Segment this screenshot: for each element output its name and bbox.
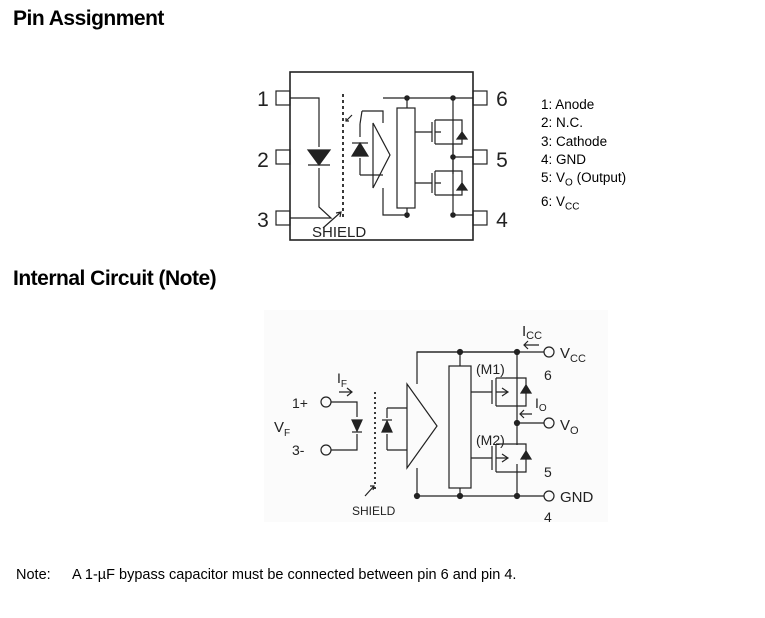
diode-wiring bbox=[517, 377, 527, 473]
pin-list-item-5: 5: VO (Output) bbox=[541, 170, 627, 189]
node-dot bbox=[513, 348, 521, 356]
note-text: A 1-µF bypass capacitor must be connecte… bbox=[72, 567, 517, 583]
shield-label: SHIELD bbox=[352, 504, 396, 518]
pin-number-2: 2 bbox=[257, 149, 269, 172]
transistor-m2 bbox=[471, 443, 517, 473]
pin-5-label: 5 bbox=[544, 464, 552, 480]
pin-list: 1: Anode 2: N.C. 3: Cathode 4: GND 5: VO… bbox=[541, 96, 626, 217]
pin-4-stub bbox=[472, 210, 488, 226]
pin-4-label: 4 bbox=[544, 509, 552, 525]
bypass-note: Note: A 1-µF bypass capacitor must be con… bbox=[16, 567, 516, 583]
photodiode-icon bbox=[381, 419, 393, 433]
m2-label: (M2) bbox=[476, 432, 505, 448]
diode-wiring bbox=[453, 119, 473, 196]
node-dot bbox=[413, 492, 421, 500]
pin-6-label: 6 bbox=[544, 367, 552, 383]
vf-label: VF bbox=[274, 419, 290, 439]
node-dot bbox=[513, 492, 521, 500]
if-label: IF bbox=[337, 370, 347, 390]
vo-label: VO bbox=[560, 417, 579, 437]
pin-number-6: 6 bbox=[496, 88, 508, 111]
internal-circuit-heading: Internal Circuit (Note) bbox=[13, 267, 217, 290]
vcc-label: VCC bbox=[560, 345, 586, 365]
terminal-vcc bbox=[543, 346, 555, 358]
interface-block bbox=[396, 107, 416, 209]
pin-2-stub bbox=[275, 149, 291, 165]
node-dot bbox=[404, 95, 410, 101]
terminal-vo bbox=[543, 417, 555, 429]
node-dot bbox=[513, 419, 521, 427]
node-dot bbox=[450, 212, 456, 218]
amplifier-icon bbox=[406, 382, 438, 470]
m1-label: (M1) bbox=[476, 361, 505, 377]
pin-3-stub bbox=[275, 210, 291, 226]
pin-assignment-heading: Pin Assignment bbox=[13, 7, 164, 30]
pin-number-3: 3 bbox=[257, 209, 269, 232]
transistor-m1 bbox=[415, 119, 454, 174]
gnd-label: GND bbox=[560, 489, 594, 506]
pin-6-stub bbox=[472, 90, 488, 106]
photodiode-links bbox=[387, 407, 407, 451]
shield-arrow bbox=[322, 211, 342, 229]
internal-circuit-diagram: IF 1+ 3- VF SHIELD ICC VCC 6 (M1) IO VO … bbox=[264, 310, 608, 525]
transistor-m2 bbox=[415, 170, 453, 196]
terminal-gnd bbox=[543, 490, 555, 502]
shield-label: SHIELD bbox=[312, 224, 366, 241]
photodiode-icon bbox=[350, 141, 370, 157]
note-label: Note: bbox=[16, 567, 51, 583]
pin-list-item-1: 1: Anode bbox=[541, 97, 595, 112]
node-dot bbox=[456, 492, 464, 500]
led-wiring bbox=[290, 97, 333, 219]
node-dot bbox=[450, 154, 456, 160]
pin-assignment-diagram: 1 2 3 6 5 4 SHIELD bbox=[257, 71, 508, 241]
pin-number-1: 1 bbox=[257, 88, 269, 111]
photodiode-wiring bbox=[345, 114, 361, 175]
led-icon bbox=[351, 419, 363, 433]
output-rails bbox=[417, 351, 544, 497]
pin-number-4: 4 bbox=[496, 209, 508, 232]
node-dot bbox=[404, 212, 410, 218]
node-dot bbox=[450, 95, 456, 101]
amplifier-icon bbox=[372, 122, 391, 189]
if-arrow bbox=[339, 387, 353, 397]
icc-label: ICC bbox=[522, 323, 542, 342]
input-wiring bbox=[331, 401, 358, 451]
shield-arrow bbox=[364, 485, 375, 497]
pin-1-label: 1+ bbox=[292, 395, 308, 411]
pin-5-stub bbox=[472, 149, 488, 165]
pin-list-item-6: 6: VCC bbox=[541, 194, 580, 213]
pin-list-item-2: 2: N.C. bbox=[541, 115, 584, 131]
pin-number-5: 5 bbox=[496, 149, 508, 172]
amp-wiring bbox=[359, 110, 407, 216]
icc-arrow bbox=[523, 340, 539, 350]
pin-1-stub bbox=[275, 90, 291, 106]
pin-list-item-4: 4: GND bbox=[541, 151, 587, 167]
transistor-m1 bbox=[471, 377, 517, 407]
circuit-background bbox=[264, 310, 608, 522]
led-icon bbox=[306, 149, 332, 167]
pin-3-label: 3- bbox=[292, 442, 305, 458]
pin-list-item-3: 3: Cathode bbox=[541, 133, 608, 149]
io-arrow bbox=[519, 409, 532, 419]
io-label: IO bbox=[535, 395, 547, 414]
